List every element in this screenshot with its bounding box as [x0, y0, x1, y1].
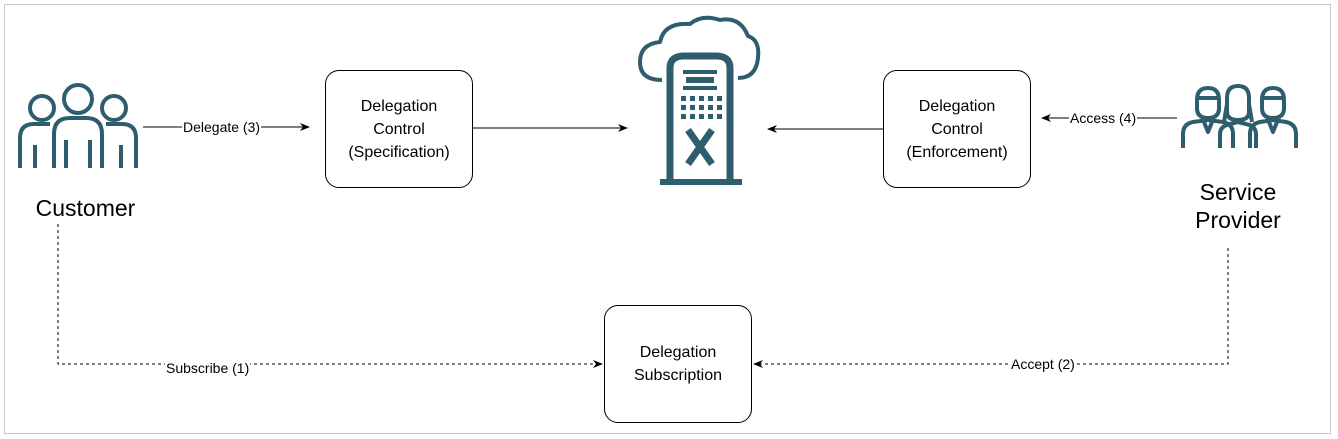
edge-label-accept: Accept (2) [1010, 356, 1076, 372]
edge-label-delegate: Delegate (3) [182, 119, 262, 135]
edge-label-subscribe: Subscribe (1) [165, 360, 251, 376]
diagram-frame [4, 4, 1331, 434]
delegation-control-specification-box: Delegation Control (Specification) [325, 70, 473, 188]
sub-line1: Delegation [639, 344, 717, 361]
edge-label-access: Access (4) [1069, 110, 1138, 126]
edge-subscribe [57, 224, 603, 368]
spec-line1: Delegation [360, 97, 438, 115]
delegation-subscription-box: Delegation Subscription [604, 305, 752, 423]
staff-group-icon [1181, 84, 1298, 148]
service-provider-label: Service Provider [1168, 178, 1308, 234]
enf-line1: Delegation [918, 97, 996, 115]
people-group-icon [18, 83, 138, 168]
service-provider-label-line2: Provider [1195, 207, 1281, 233]
service-provider-label-line1: Service [1199, 179, 1277, 205]
spec-line3: (Specification) [348, 143, 450, 161]
cloud-server-icon [638, 15, 761, 185]
customer-label: Customer [35, 195, 136, 221]
edge-accept [753, 248, 1229, 368]
enf-line3: (Enforcement) [906, 143, 1008, 161]
delegation-control-enforcement-box: Delegation Control (Enforcement) [883, 70, 1031, 188]
spec-line2: Control [373, 120, 425, 138]
enf-line2: Control [931, 120, 983, 138]
sub-line2: Subscription [633, 367, 723, 384]
